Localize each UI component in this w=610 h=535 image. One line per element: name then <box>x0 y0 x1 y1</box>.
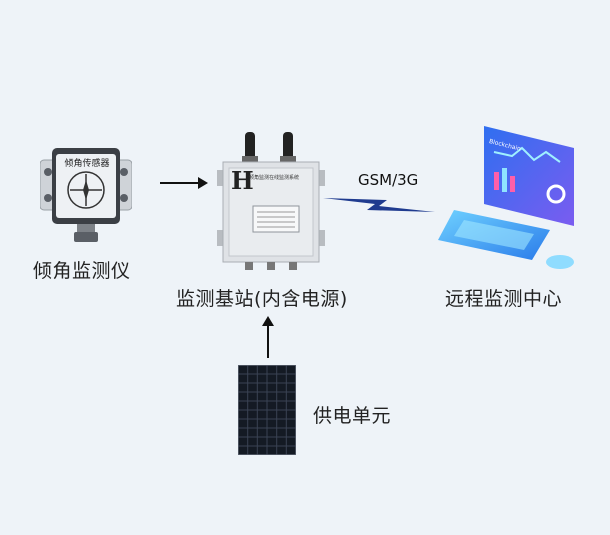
remote-center-label: 远程监测中心 <box>445 288 563 310</box>
arrow-sensor-to-station <box>160 175 210 191</box>
link-label: GSM/3G <box>358 171 419 189</box>
base-station-device-header: 倾角监测在线监测系统 <box>249 175 300 181</box>
lightning-link-icon <box>323 188 435 224</box>
remote-center-device <box>438 122 580 277</box>
arrow-power-to-station <box>260 316 276 358</box>
tilt-sensor-device-text: 倾角传感器 <box>64 159 110 169</box>
tilt-sensor-label: 倾角监测仪 <box>33 260 131 282</box>
power-label: 供电单元 <box>313 405 392 427</box>
base-station-label: 监测基站(内含电源) <box>176 288 348 310</box>
base-station-device <box>215 126 327 272</box>
solar-panel-device <box>238 365 296 455</box>
tilt-sensor-device <box>40 146 132 246</box>
base-station-logo: H <box>231 166 254 195</box>
